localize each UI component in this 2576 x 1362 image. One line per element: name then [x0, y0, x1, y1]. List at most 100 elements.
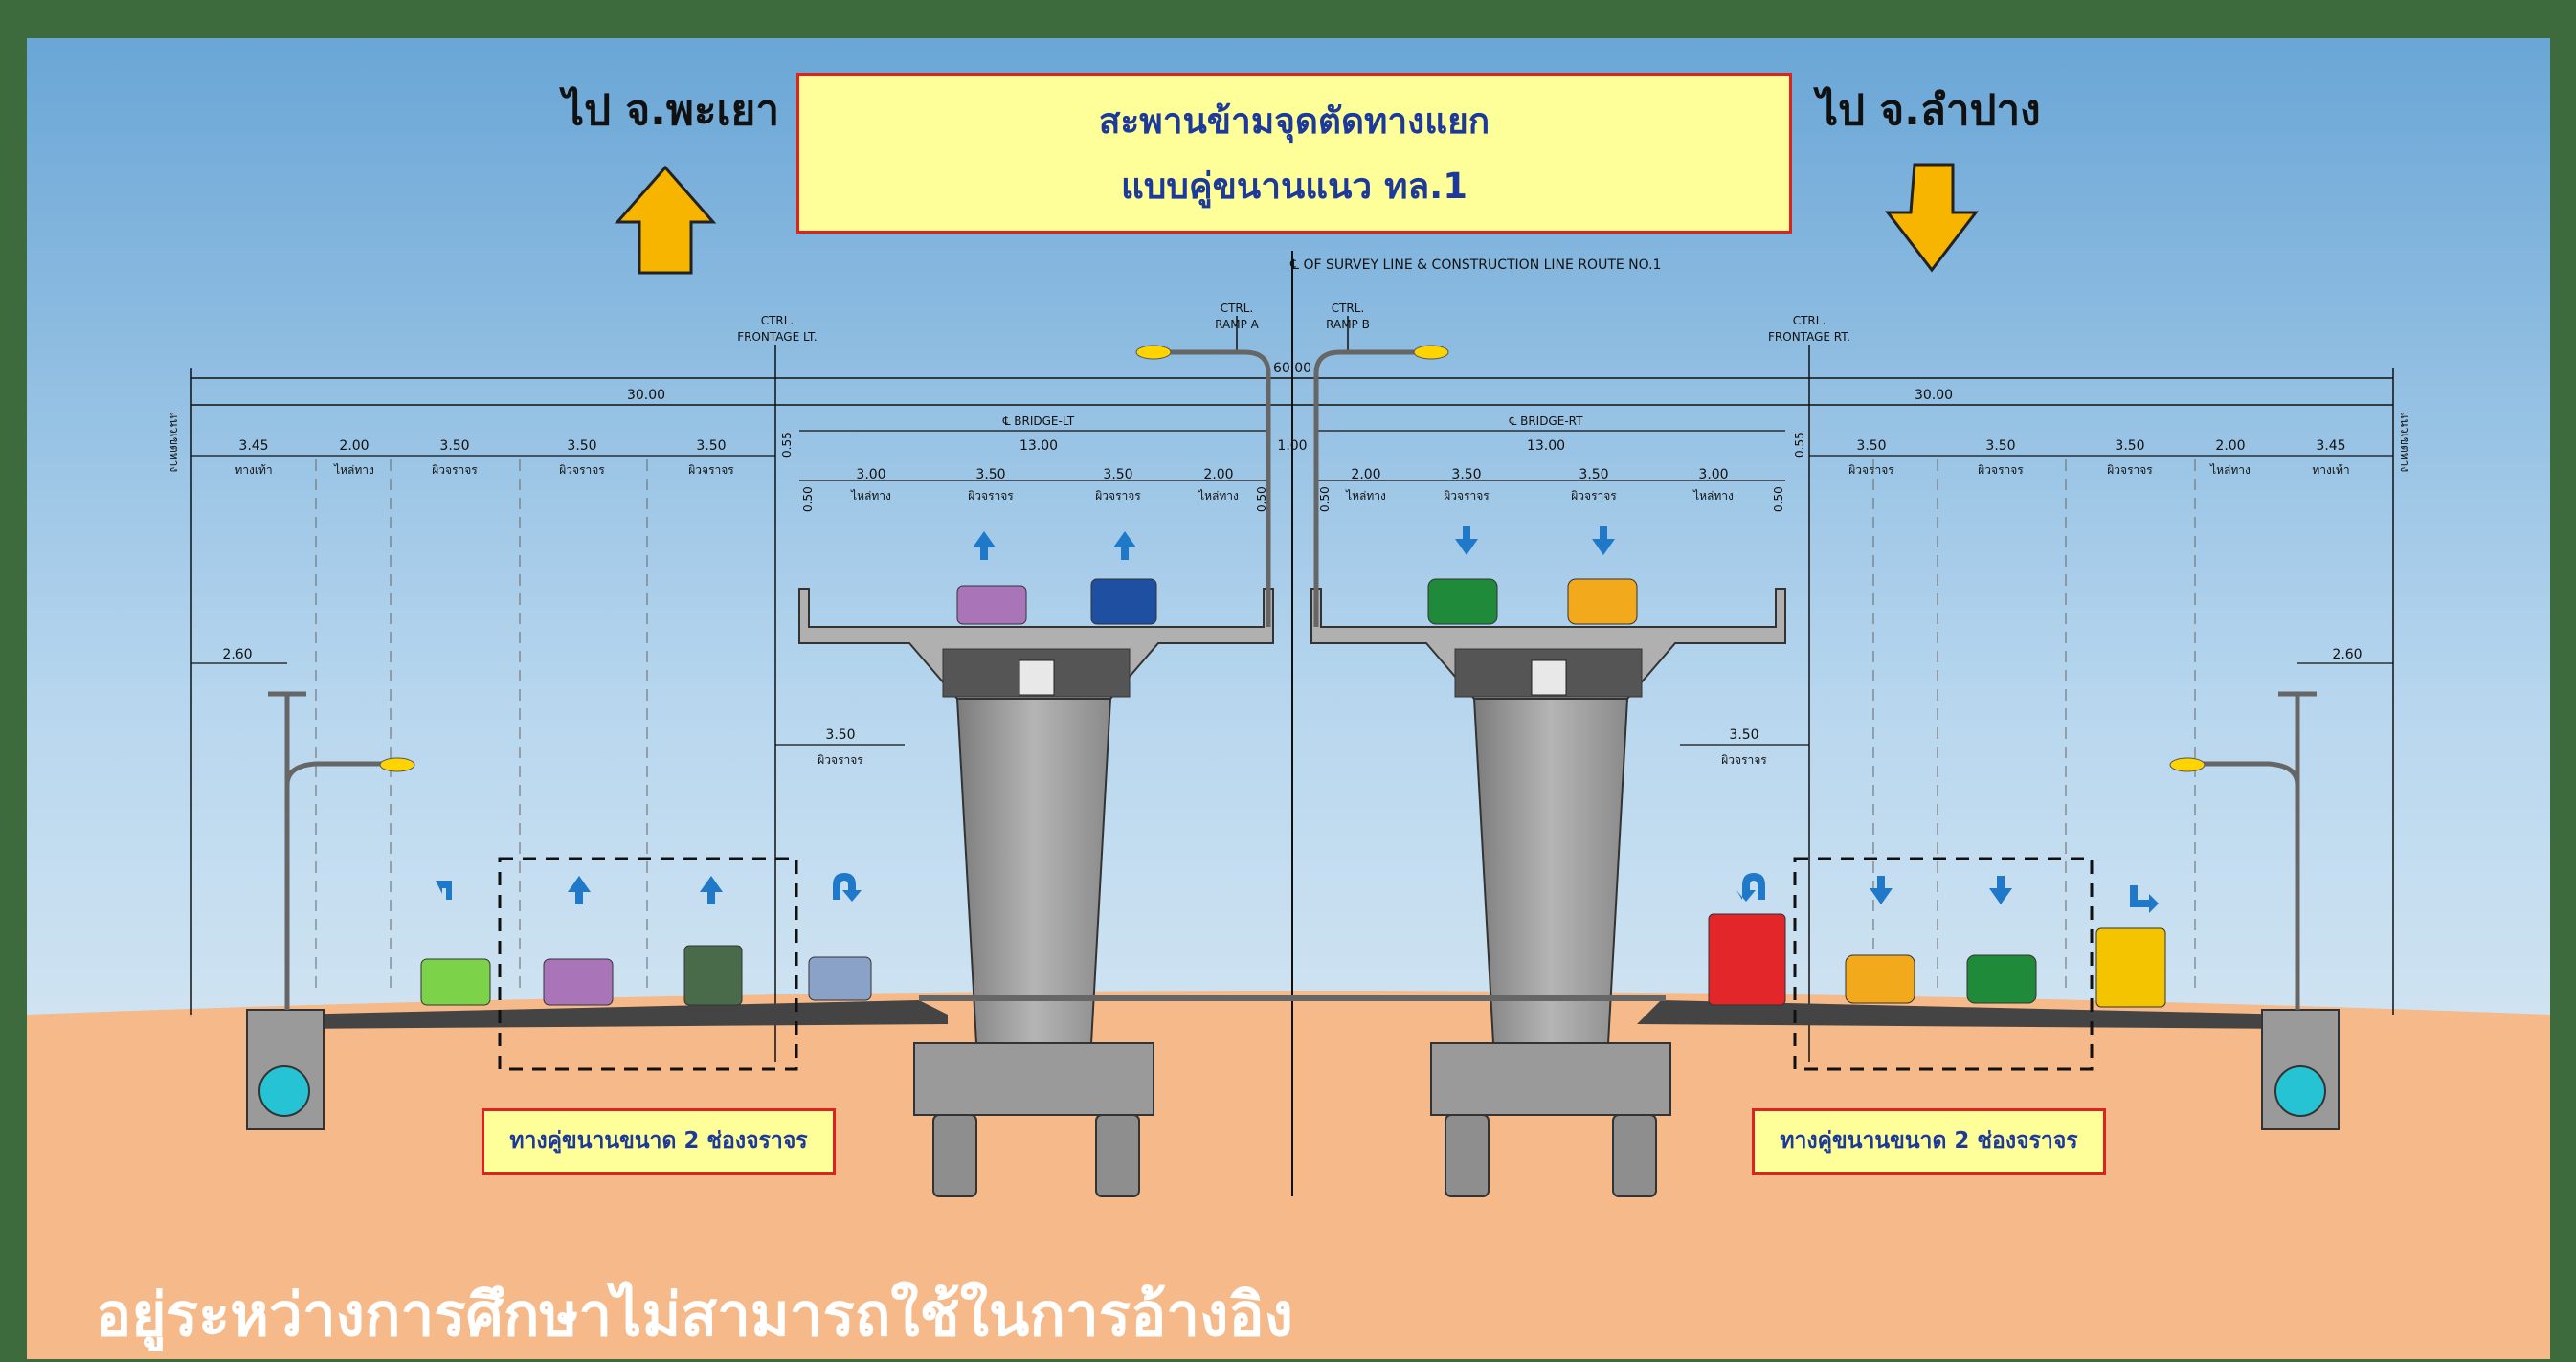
blt-lab-2: ผิวจราจร — [968, 489, 1014, 502]
under-right-width: 3.50 — [1729, 727, 1758, 743]
lamp-bridge-left — [1149, 349, 1271, 627]
bridge-lt-label: ℄ BRIDGE-LT — [1002, 414, 1075, 428]
brt-seg-2: 2.00 — [1351, 467, 1380, 482]
blt-lab-4: ไหล่ทาง — [1198, 489, 1239, 502]
arrow-down-small-icon — [1989, 876, 2012, 904]
bridge-deck-left — [798, 588, 1274, 700]
right-seg-1: 0.55 — [1793, 432, 1806, 458]
bridge-rt-width: 13.00 — [1527, 438, 1565, 454]
pile-right-1 — [1445, 1114, 1490, 1197]
arrow-down-small-icon — [1592, 526, 1615, 555]
right-lab-2: ผิวจราจร — [1978, 463, 2024, 477]
ctrl-frontage-rt-1: CTRL. — [1793, 314, 1826, 327]
lamp-head-bridge-right — [1413, 345, 1449, 360]
brt-lab-3: ผิวจราจร — [1571, 489, 1617, 502]
left-seg-3: 3.50 — [439, 438, 469, 454]
dim-total: 60.00 — [1273, 361, 1311, 376]
blt-lab-1: ไหล่ทาง — [850, 489, 891, 502]
brt-seg-5: 3.00 — [1698, 467, 1728, 482]
direction-right-label: ไป จ.ลำปาง — [1817, 86, 2041, 135]
lamp-offset-left: 2.60 — [222, 647, 252, 662]
lamp-head-ground-right — [2169, 757, 2206, 772]
lane-guides — [315, 459, 2196, 995]
blt-seg-3: 3.50 — [975, 467, 1005, 482]
ctrl-ramp-a-1: CTRL. — [1221, 301, 1254, 315]
u-turn-icon — [1736, 873, 1765, 902]
right-lab-1: ผิวจราจร — [1848, 463, 1894, 477]
ctrl-frontage-rt-2: FRONTAGE RT. — [1768, 330, 1850, 344]
left-seg-4: 3.50 — [567, 438, 596, 454]
turn-left-icon — [436, 881, 452, 900]
row-label-left: แนวเขตทาง — [168, 412, 181, 472]
arrow-up-small-icon — [700, 876, 723, 904]
right-seg-2: 3.50 — [1856, 438, 1886, 454]
right-lab-3: ผิวจราจร — [2107, 463, 2153, 477]
arrow-up-small-icon — [1113, 531, 1136, 560]
frontage-label-right: ทางคู่ขนานขนาด 2 ช่องจราจร — [1752, 1108, 2106, 1175]
ctrl-frontage-lt-1: CTRL. — [761, 314, 795, 327]
left-seg-2: 2.00 — [339, 438, 369, 454]
pile-left-2 — [1095, 1114, 1140, 1197]
frontage-road-right — [1637, 1000, 2297, 1029]
lamp-ground-right — [2183, 691, 2317, 1010]
drain-pipe-left-icon — [258, 1065, 310, 1117]
dim-half-left: 30.00 — [627, 388, 665, 403]
blt-seg-5: 2.00 — [1203, 467, 1233, 482]
girder-hole-left — [1019, 659, 1055, 696]
under-left-label: ผิวจราจร — [818, 753, 863, 767]
blt-lab-3: ผิวจราจร — [1095, 489, 1141, 502]
title-line-1: สะพานข้ามจุดตัดทางแยก — [1098, 100, 1490, 142]
left-lab-3: ผิวจราจร — [432, 463, 478, 477]
blt-seg-4: 3.50 — [1103, 467, 1132, 482]
frontage-label-left: ทางคู่ขนานขนาด 2 ช่องจราจร — [482, 1108, 836, 1175]
left-lab-1: ทางเท้า — [235, 463, 272, 477]
left-lab-2: ไหล่ทาง — [333, 463, 374, 477]
arrow-down-small-icon — [1455, 526, 1478, 555]
frontage-box-right — [1793, 857, 2094, 1071]
brt-lab-2: ผิวจราจร — [1444, 489, 1490, 502]
median-width: 1.00 — [1277, 438, 1307, 454]
right-lab-5: ทางเท้า — [2312, 463, 2349, 477]
lane-arrows — [436, 526, 2159, 913]
left-seg-5: 3.50 — [696, 438, 726, 454]
bridge-rt-label: ℄ BRIDGE-RT — [1509, 414, 1584, 428]
u-turn-icon — [833, 873, 862, 902]
direction-left-label: ไป จ.พะเยา — [563, 86, 780, 135]
arrow-up-small-icon — [973, 531, 996, 560]
ctrl-ramp-b-1: CTRL. — [1332, 301, 1365, 315]
pier-left — [955, 698, 1112, 1044]
lamp-head-bridge-left — [1135, 345, 1172, 360]
left-lab-5: ผิวจราจร — [688, 463, 734, 477]
blt-seg-1: 0.50 — [801, 486, 815, 512]
right-seg-3: 3.50 — [1985, 438, 2015, 454]
lamp-bridge-right — [1313, 349, 1436, 627]
brt-seg-4: 3.50 — [1579, 467, 1608, 482]
lamp-offset-right: 2.60 — [2332, 647, 2362, 662]
diagram-title-box: สะพานข้ามจุดตัดทางแยก แบบคู่ขนานแนว ทล.1 — [796, 73, 1792, 234]
pile-left-1 — [932, 1114, 977, 1197]
lamp-ground-left — [268, 691, 402, 1010]
brt-seg-3: 3.50 — [1451, 467, 1481, 482]
drain-pipe-right-icon — [2274, 1065, 2326, 1117]
title-line-2: แบบคู่ขนานแนว ทล.1 — [1121, 166, 1467, 207]
under-left-width: 3.50 — [825, 727, 855, 743]
bridge-lt-width: 13.00 — [1019, 438, 1058, 454]
vehicles — [420, 578, 2166, 1008]
pile-cap-right — [1430, 1042, 1671, 1116]
left-lab-4: ผิวจราจร — [559, 463, 605, 477]
left-seg-6: 0.55 — [780, 432, 794, 458]
main-road-surface — [919, 995, 1666, 1001]
pile-right-2 — [1612, 1114, 1657, 1197]
bridge-deck-right — [1310, 588, 1786, 700]
right-seg-4: 3.50 — [2115, 438, 2144, 454]
left-seg-1: 3.45 — [238, 438, 268, 454]
right-seg-5: 2.00 — [2215, 438, 2245, 454]
right-seg-6: 3.45 — [2316, 438, 2345, 454]
right-lab-4: ไหล่ทาง — [2209, 463, 2251, 477]
ctrl-frontage-lt-2: FRONTAGE LT. — [737, 330, 818, 344]
survey-line-label: ℄ OF SURVEY LINE & CONSTRUCTION LINE ROU… — [1289, 257, 1661, 273]
turn-right-icon — [2130, 885, 2159, 913]
row-label-right: แนวเขตทาง — [2398, 412, 2411, 472]
